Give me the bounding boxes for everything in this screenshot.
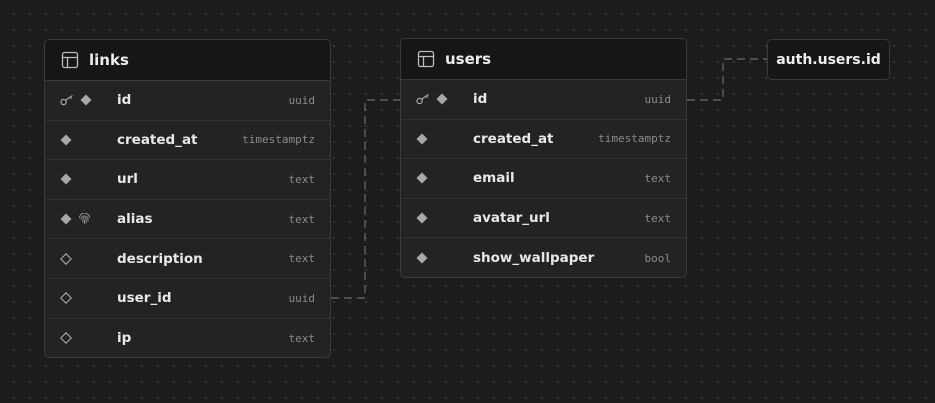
diamond-filled-icon (436, 93, 448, 105)
table-card-users[interactable]: users id uuid created_at timestamptz email te… (400, 38, 687, 278)
column-type: uuid (288, 93, 316, 107)
diamond-outline-icon (60, 332, 72, 345)
column-row-created_at[interactable]: created_at timestamptz (401, 120, 686, 160)
table-header-users[interactable]: users (401, 39, 686, 80)
column-name: id (117, 92, 132, 109)
column-row-created_at[interactable]: created_at timestamptz (45, 121, 330, 161)
column-icons (401, 172, 473, 184)
table-name: links (89, 51, 129, 69)
column-icons (45, 173, 117, 185)
column-type: uuid (644, 92, 672, 106)
column-type: text (288, 212, 316, 226)
column-row-email[interactable]: email text (401, 159, 686, 199)
column-type: timestamptz (242, 133, 315, 147)
column-name: url (117, 171, 138, 188)
column-icons (45, 292, 117, 305)
column-icons (401, 212, 473, 224)
diamond-outline-icon (60, 252, 72, 265)
column-icons (401, 252, 473, 264)
column-type: text (288, 252, 316, 266)
column-type: text (644, 211, 672, 225)
column-name: alias (117, 211, 153, 228)
column-icons (45, 94, 117, 106)
column-row-id[interactable]: id uuid (401, 80, 686, 120)
diamond-filled-icon (60, 213, 72, 225)
column-type: bool (644, 251, 672, 265)
column-icons (45, 332, 117, 345)
table-icon (61, 51, 79, 69)
column-type: text (288, 172, 316, 186)
key-icon (416, 93, 430, 105)
diamond-filled-icon (80, 94, 92, 106)
column-icons (45, 252, 117, 265)
diamond-filled-icon (416, 133, 428, 145)
column-name: show_wallpaper (473, 250, 595, 267)
relation-users-id-to-auth-users-id (687, 58, 767, 101)
column-type: uuid (288, 291, 316, 305)
column-row-alias[interactable]: alias text (45, 200, 330, 240)
column-name: id (473, 91, 488, 108)
column-icons (401, 133, 473, 145)
column-list: id uuid created_at timestamptz url text alias t… (45, 81, 330, 357)
diamond-filled-icon (60, 134, 72, 146)
table-name: users (445, 50, 492, 68)
diamond-outline-icon (60, 292, 72, 305)
column-row-id[interactable]: id uuid (45, 81, 330, 121)
column-icons (401, 93, 473, 105)
column-icons (45, 134, 117, 146)
column-type: text (288, 331, 316, 345)
column-row-description[interactable]: description text (45, 239, 330, 279)
key-icon (60, 94, 74, 106)
column-type: timestamptz (598, 132, 671, 146)
diamond-filled-icon (416, 212, 428, 224)
column-row-avatar_url[interactable]: avatar_url text (401, 199, 686, 239)
reference-node-auth-users-id[interactable]: auth.users.id (767, 39, 890, 80)
column-name: ip (117, 330, 132, 347)
reference-node-label: auth.users.id (776, 51, 881, 68)
column-type: text (644, 171, 672, 185)
diamond-filled-icon (416, 172, 428, 184)
column-name: created_at (473, 130, 554, 147)
column-row-user_id[interactable]: user_id uuid (45, 279, 330, 319)
column-name: avatar_url (473, 210, 550, 227)
table-icon (417, 50, 435, 68)
diamond-filled-icon (416, 252, 428, 264)
table-card-links[interactable]: links id uuid created_at timestamptz url text… (44, 39, 331, 358)
column-row-ip[interactable]: ip text (45, 319, 330, 357)
table-header-links[interactable]: links (45, 40, 330, 81)
column-name: description (117, 250, 203, 267)
fingerprint-icon (78, 212, 91, 226)
diamond-filled-icon (60, 173, 72, 185)
column-name: email (473, 170, 515, 187)
column-row-url[interactable]: url text (45, 160, 330, 200)
column-name: created_at (117, 131, 198, 148)
column-row-show_wallpaper[interactable]: show_wallpaper bool (401, 238, 686, 277)
column-icons (45, 212, 117, 226)
relation-links-user_id-to-users-id (331, 99, 400, 299)
column-name: user_id (117, 290, 172, 307)
